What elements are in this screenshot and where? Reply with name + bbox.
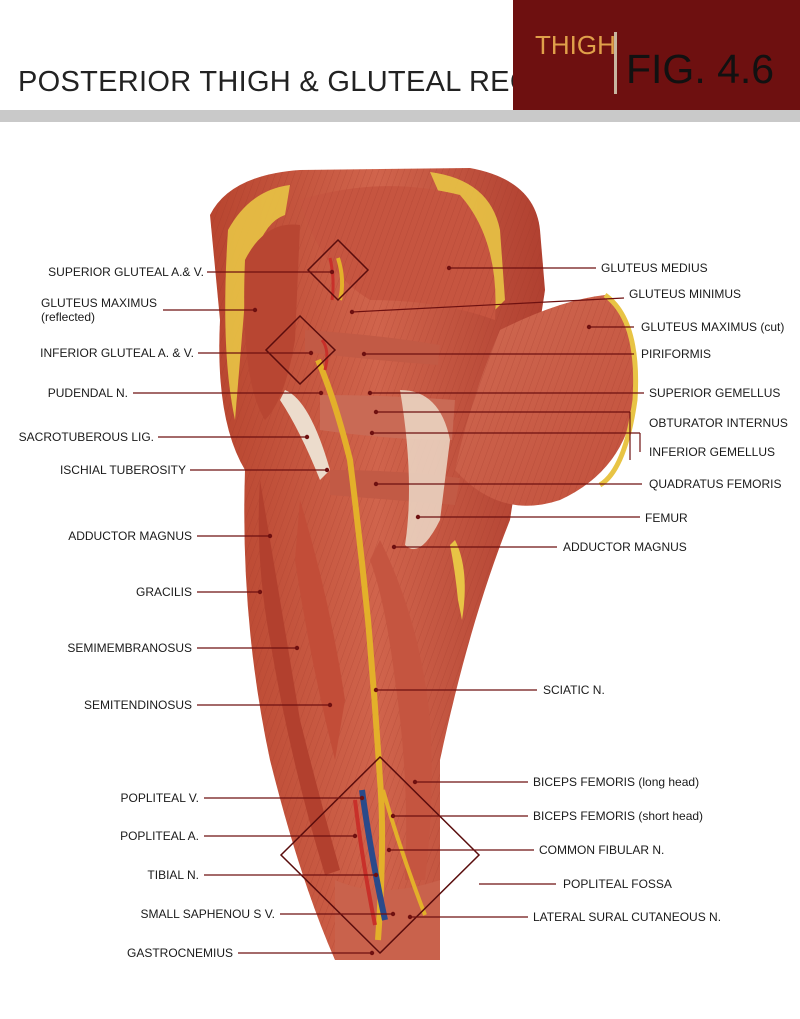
semitendinosus-shape (295, 500, 345, 760)
popliteal-vein-shape (359, 789, 388, 921)
label-gastrocnemius: GASTROCNEMIUS (126, 946, 233, 960)
label-piriformis: PIRIFORMIS (641, 347, 712, 361)
label-gracilis: GRACILIS (135, 585, 192, 599)
label-popliteal-a: POPLITEAL A. (120, 829, 199, 843)
leader-dots (252, 265, 592, 956)
lower-fat-margin (450, 540, 465, 620)
label-gluteus-minimus: GLUTEUS MINIMUS (629, 287, 742, 301)
common-fibular-nerve-shape (381, 789, 427, 916)
right-fat-margin (430, 172, 505, 310)
label-sacrotuberous: SACROTUBEROUS LIG. (18, 430, 154, 444)
sacrotuberous-ligament-shape (280, 390, 330, 480)
label-adductor-magnus-left: ADDUCTOR MAGNUS (68, 529, 192, 543)
label-superior-gemellus: SUPERIOR GEMELLUS (649, 386, 781, 400)
left-fat-margin (225, 185, 290, 420)
gastrocnemius-shape (335, 880, 440, 960)
title-rule (0, 110, 800, 122)
label-obturator-internus: OBTURATOR INTERNUS (649, 416, 788, 430)
label-adductor-magnus-right: ADDUCTOR MAGNUS (563, 540, 687, 554)
label-gluteus-maximus-reflected: GLUTEUS MAXIMUS (reflected) (41, 296, 157, 324)
label-small-saphenous: SMALL SAPHENOU S V. (140, 907, 276, 921)
biceps-femoris-shape (370, 540, 432, 880)
label-popliteal-v: POPLITEAL V. (120, 791, 200, 805)
label-semimembranosus: SEMIMEMBRANOSUS (67, 641, 192, 655)
label-tibial-n: TIBIAL N. (147, 868, 199, 882)
label-pudendal: PUDENDAL N. (47, 386, 128, 400)
label-sciatic: SCIATIC N. (543, 683, 605, 697)
popliteal-artery-shape (353, 799, 377, 926)
figure-number: FIG. 4.6 (626, 46, 775, 92)
label-inferior-gemellus: INFERIOR GEMELLUS (649, 445, 776, 459)
label-common-fibular: COMMON FIBULAR N. (539, 843, 665, 857)
label-superior-gluteal: SUPERIOR GLUTEAL A.& V. (48, 265, 204, 279)
label-gluteus-medius: GLUTEUS MEDIUS (601, 261, 708, 275)
label-gluteus-maximus-reflected-sub: (reflected) (41, 310, 96, 324)
label-ischial-tuberosity: ISCHIAL TUBEROSITY (59, 463, 186, 477)
leader-lines-left (133, 271, 393, 954)
leader-lines-right (351, 267, 644, 918)
label-quadratus-femoris: QUADRATUS FEMORIS (649, 477, 782, 491)
inferior-gluteal-vessels (320, 339, 329, 371)
badge-divider (614, 32, 617, 94)
page-header: POSTERIOR THIGH & GLUTEAL REGION THIGH F… (0, 0, 800, 122)
label-biceps-long: BICEPS FEMORIS (long head) (533, 775, 700, 789)
inferior-gluteal-highlight (264, 314, 337, 386)
label-biceps-short: BICEPS FEMORIS (short head) (533, 809, 704, 823)
label-gluteus-maximus-reflected-main: GLUTEUS MAXIMUS (41, 296, 158, 310)
superior-gluteal-highlight (306, 238, 370, 302)
femur-tendon-area (400, 390, 450, 550)
label-semitendinosus: SEMITENDINOSUS (83, 698, 192, 712)
label-inferior-gluteal: INFERIOR GLUTEAL A. & V. (40, 346, 194, 360)
label-popliteal-fossa: POPLITEAL FOSSA (563, 877, 672, 891)
label-lateral-sural: LATERAL SURAL CUTANEOUS N. (533, 910, 722, 924)
figure-badge: THIGH FIG. 4.6 (513, 0, 800, 110)
page-title: POSTERIOR THIGH & GLUTEAL REGION (18, 66, 586, 98)
sciatic-nerve-shape (315, 358, 386, 941)
piriformis-shape (305, 330, 440, 365)
label-gluteus-maximus-cut: GLUTEUS MAXIMUS (cut) (641, 320, 785, 334)
label-femur: FEMUR (645, 511, 688, 525)
section-label: THIGH (535, 30, 616, 60)
popliteal-fossa-highlight (279, 755, 481, 955)
gluteus-maximus-reflected-shape (244, 224, 300, 420)
